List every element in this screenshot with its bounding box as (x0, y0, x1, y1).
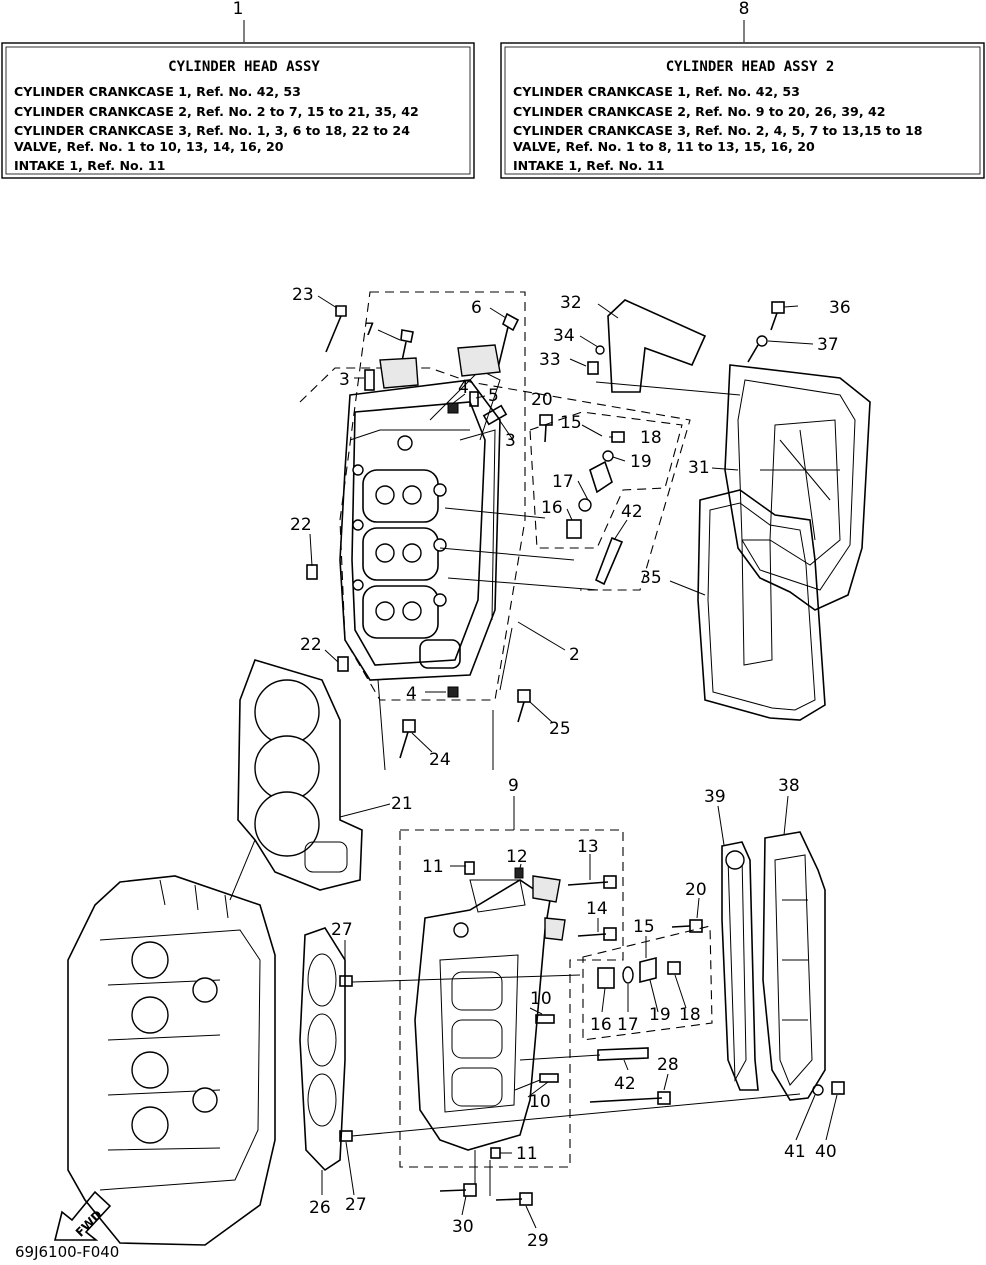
leader-lines (309, 295, 838, 1229)
callout-11-upper: 11 (422, 857, 444, 877)
callout-16-upper: 16 (541, 498, 563, 518)
callout-22-lower: 22 (300, 635, 322, 655)
fwd-arrow-icon: FWD (53, 1190, 112, 1241)
assy-box-1: 1 CYLINDER HEAD ASSY CYLINDER CRANKCASE … (1, 0, 475, 179)
callout-3-upper: 3 (339, 370, 350, 390)
callout-32: 32 (560, 293, 582, 313)
assy-box-1-line-5: INTAKE 1, Ref. No. 11 (14, 158, 165, 173)
callout-16-lower: 16 (590, 1015, 612, 1035)
upper-small-parts (306, 299, 785, 759)
callout-41: 41 (784, 1142, 806, 1162)
callout-24: 24 (429, 750, 451, 770)
callout-5: 5 (488, 386, 499, 406)
callout-7: 7 (364, 320, 375, 340)
callout-30: 30 (452, 1217, 474, 1237)
callout-numbers: 23 6 32 36 7 34 37 3 33 4 5 20 15 18 3 1… (290, 285, 851, 1251)
callout-42-upper: 42 (621, 502, 643, 522)
callout-36: 36 (829, 298, 851, 318)
assy-box-1-line-4: VALVE, Ref. No. 1 to 10, 13, 14, 16, 20 (14, 139, 284, 154)
callout-12: 12 (506, 847, 528, 867)
callout-22-upper: 22 (290, 515, 312, 535)
head-gasket-21 (237, 659, 363, 891)
assy-box-8-line-5: INTAKE 1, Ref. No. 11 (513, 158, 664, 173)
callout-14: 14 (586, 899, 608, 919)
callout-10-lower: 10 (529, 1092, 551, 1112)
cylinder-head-upper (339, 369, 501, 681)
assy-box-8-title: CYLINDER HEAD ASSY 2 (666, 59, 835, 75)
callout-15-upper: 15 (560, 413, 582, 433)
callout-18-lower: 18 (679, 1005, 701, 1025)
callout-26: 26 (309, 1198, 331, 1218)
callout-20-upper: 20 (531, 390, 553, 410)
callout-35: 35 (640, 568, 662, 588)
callout-23: 23 (292, 285, 314, 305)
callout-25: 25 (549, 719, 571, 739)
cylinder-head-cover-38 (762, 831, 826, 1101)
callout-19-upper: 19 (630, 452, 652, 472)
callout-11-lower: 11 (516, 1144, 538, 1164)
callout-17-lower: 17 (617, 1015, 639, 1035)
head-gasket-26 (299, 927, 346, 1172)
callout-21: 21 (391, 794, 413, 814)
callout-18-upper: 18 (640, 428, 662, 448)
assy-box-1-line-1: CYLINDER CRANKCASE 1, Ref. No. 42, 53 (14, 84, 301, 99)
callout-13: 13 (577, 837, 599, 857)
callout-28: 28 (657, 1055, 679, 1075)
assy-box-8-ref: 8 (739, 0, 750, 19)
cylinder-head-lower (414, 861, 566, 1151)
assy-box-1-line-2: CYLINDER CRANKCASE 2, Ref. No. 2 to 7, 1… (14, 104, 419, 119)
cover-gasket-35 (697, 489, 826, 721)
callout-3-lower: 3 (505, 431, 516, 451)
assy-box-8-line-2: CYLINDER CRANKCASE 2, Ref. No. 9 to 20, … (513, 104, 886, 119)
upper-assembly-outline (299, 291, 691, 701)
assy-box-8-line-4: VALVE, Ref. No. 1 to 8, 11 to 13, 15, 16… (513, 139, 815, 154)
callout-9: 9 (508, 776, 519, 796)
callout-37: 37 (817, 335, 839, 355)
figure-code: 69J6100-F040 (15, 1243, 119, 1261)
assembly-lines-lower (229, 839, 801, 1196)
callout-29: 29 (527, 1231, 549, 1251)
callout-4-lower: 4 (406, 684, 417, 704)
assy-box-1-line-3: CYLINDER CRANKCASE 3, Ref. No. 1, 3, 6 t… (14, 123, 410, 138)
callout-27-lower: 27 (345, 1195, 367, 1215)
callout-6: 6 (471, 298, 482, 318)
callout-10-upper: 10 (530, 989, 552, 1009)
callout-39: 39 (704, 787, 726, 807)
lower-assembly-outline (399, 829, 713, 1168)
callout-33: 33 (539, 350, 561, 370)
callout-15-lower: 15 (633, 917, 655, 937)
assy-box-8: 8 CYLINDER HEAD ASSY 2 CYLINDER CRANKCAS… (500, 0, 985, 179)
callout-40: 40 (815, 1142, 837, 1162)
callout-27-upper: 27 (331, 920, 353, 940)
cylinder-head-cover-31 (724, 364, 871, 611)
assy-box-8-line-3: CYLINDER CRANKCASE 3, Ref. No. 2, 4, 5, … (513, 123, 923, 138)
callout-42-lower: 42 (614, 1074, 636, 1094)
cover-gasket-39 (721, 841, 759, 1091)
assy-box-1-title: CYLINDER HEAD ASSY (168, 59, 320, 75)
assembly-lines-upper (377, 381, 741, 771)
callout-19-lower: 19 (649, 1005, 671, 1025)
callout-31: 31 (688, 458, 710, 478)
callout-2: 2 (569, 645, 580, 665)
valve-subgroup-outline (529, 411, 683, 549)
callout-38: 38 (778, 776, 800, 796)
assy-box-1-ref: 1 (233, 0, 244, 19)
lower-small-parts (339, 875, 845, 1206)
callout-20-lower: 20 (685, 880, 707, 900)
crankcase-block (67, 875, 276, 1246)
callout-17-upper: 17 (552, 472, 574, 492)
callout-34: 34 (553, 326, 575, 346)
assy-box-8-line-1: CYLINDER CRANKCASE 1, Ref. No. 42, 53 (513, 84, 800, 99)
callout-4-upper: 4 (458, 378, 469, 398)
